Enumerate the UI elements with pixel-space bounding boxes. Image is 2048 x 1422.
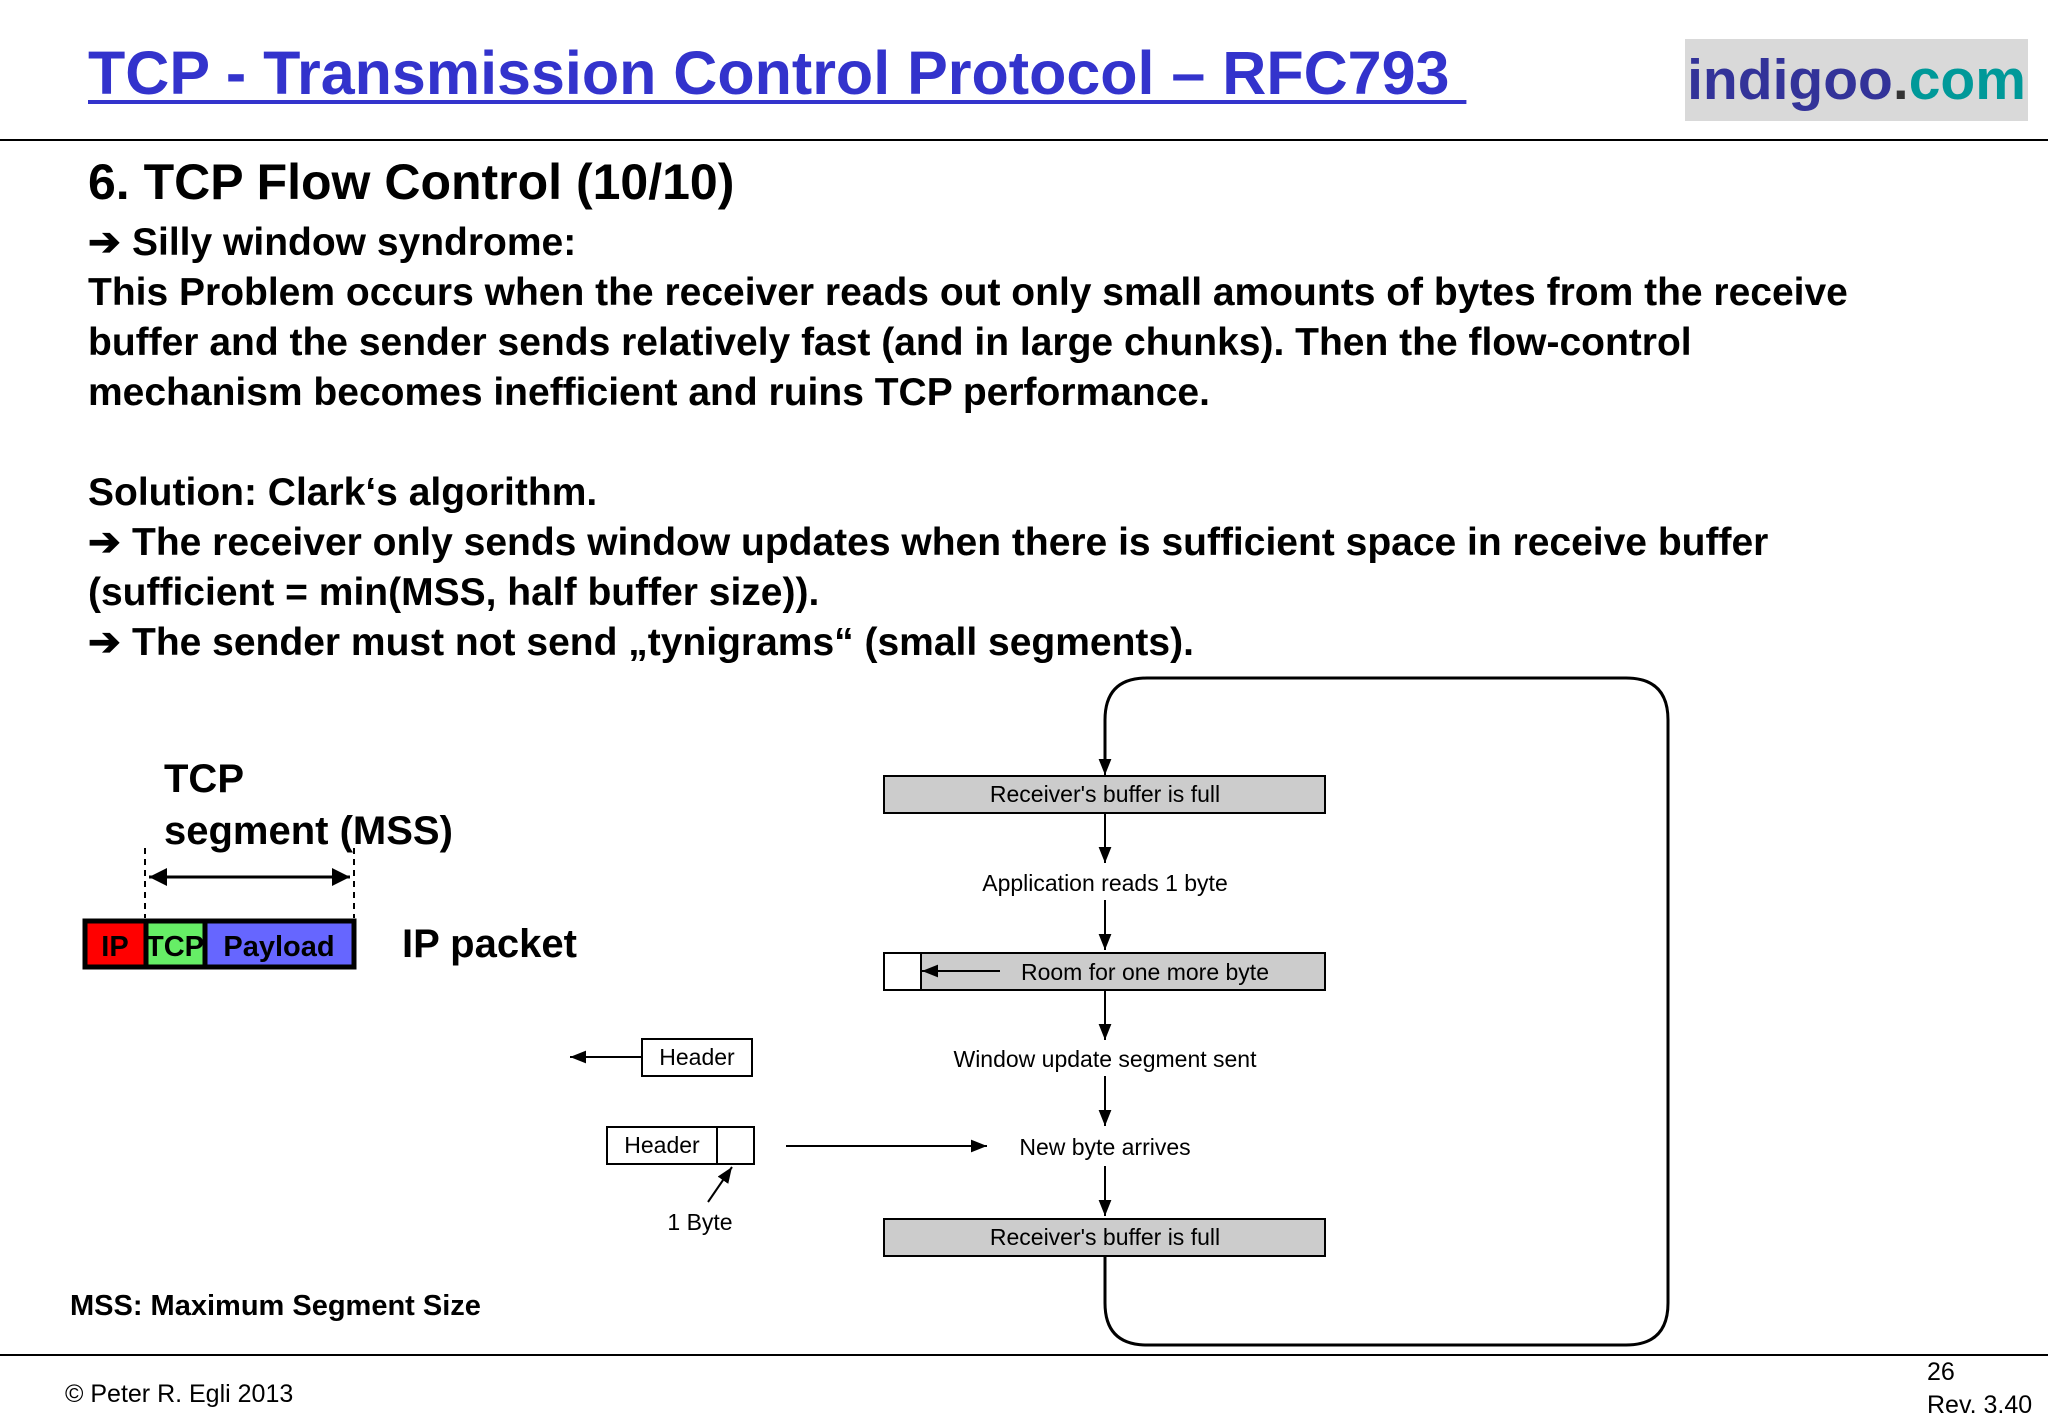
paragraph-line: This Problem occurs when the receiver re… — [88, 271, 1848, 314]
slide-body: ➔ Silly window syndrome: This Problem occ… — [88, 218, 2018, 668]
solution-line: Solution: Clark‘s algorithm. — [88, 471, 598, 514]
tcp-segment-label-line1: TCP — [164, 757, 244, 801]
logo-text-dot: . — [1892, 48, 1909, 112]
arrow-bullet-icon: ➔ — [88, 621, 121, 664]
payload-block — [202, 918, 357, 970]
header-label-1: Header — [659, 1044, 735, 1070]
arrow-bullet-icon: ➔ — [88, 521, 121, 564]
ip-header-block — [82, 918, 149, 970]
tcp-segment-label: TCP segment (MSS) — [164, 753, 453, 857]
tcp-segment-label-line2: segment (MSS) — [164, 809, 453, 853]
copyright: © Peter R. Egli 2013 — [65, 1380, 294, 1408]
ip-packet-label: IP packet — [402, 922, 577, 966]
bullet-silly-window: ➔ Silly window syndrome: — [88, 218, 2018, 268]
bullet-receiver: ➔ The receiver only sends window updates … — [88, 518, 2018, 568]
payload-block-label: Payload — [223, 931, 334, 963]
page-info: 26 Rev. 3.40 — [1927, 1356, 2032, 1422]
step-app-reads: Application reads 1 byte — [982, 870, 1228, 896]
arrow-bullet-icon: ➔ — [88, 221, 121, 264]
loop-path — [1103, 676, 1670, 1347]
bullet-sender: ➔ The sender must not send „tynigrams“ (s… — [88, 618, 2018, 668]
paragraph-line: buffer and the sender sends relatively f… — [88, 321, 1692, 364]
step-window-update: Window update segment sent — [953, 1046, 1257, 1072]
buffer-full-label-1: Receiver's buffer is full — [990, 781, 1220, 807]
one-byte-pointer-arrow — [707, 1166, 733, 1203]
logo-text-com: com — [1908, 48, 2026, 112]
revision: Rev. 3.40 — [1927, 1391, 2033, 1419]
paragraph-line: (sufficient = min(MSS, half buffer size)… — [88, 571, 820, 614]
one-byte-label: 1 Byte — [667, 1209, 732, 1235]
logo-text-indigoo: indigoo — [1687, 48, 1893, 112]
buffer-full-label-2: Receiver's buffer is full — [990, 1224, 1220, 1250]
ip-block-label: IP — [101, 931, 128, 963]
incoming-byte-box — [716, 1126, 755, 1165]
room-one-byte-label: Room for one more byte — [1021, 959, 1269, 985]
bullet-text: The receiver only sends window updates w… — [132, 521, 1769, 564]
mss-footnote: MSS: Maximum Segment Size — [70, 1290, 481, 1322]
footer-divider — [0, 1354, 2048, 1356]
bullet-text: Silly window syndrome: — [132, 221, 577, 264]
paragraph-line: mechanism becomes inefficient and ruins … — [88, 371, 1210, 414]
header-label-2: Header — [624, 1132, 700, 1158]
tcp-block-label: TCP — [146, 931, 204, 963]
indigoo-logo: indigoo.com — [1685, 39, 2028, 121]
step-new-byte: New byte arrives — [1019, 1134, 1190, 1160]
header-divider — [0, 139, 2048, 141]
section-heading: 6. TCP Flow Control (10/10) — [88, 154, 735, 210]
page-number: 26 — [1927, 1358, 1955, 1386]
buffer-full-box-2 — [883, 1218, 1326, 1257]
incoming-header-box — [606, 1126, 718, 1165]
free-byte-slot — [883, 952, 922, 991]
bullet-text: The sender must not send „tynigrams“ (sm… — [132, 621, 1194, 664]
slide-title: TCP - Transmission Control Protocol – RF… — [88, 39, 1467, 107]
